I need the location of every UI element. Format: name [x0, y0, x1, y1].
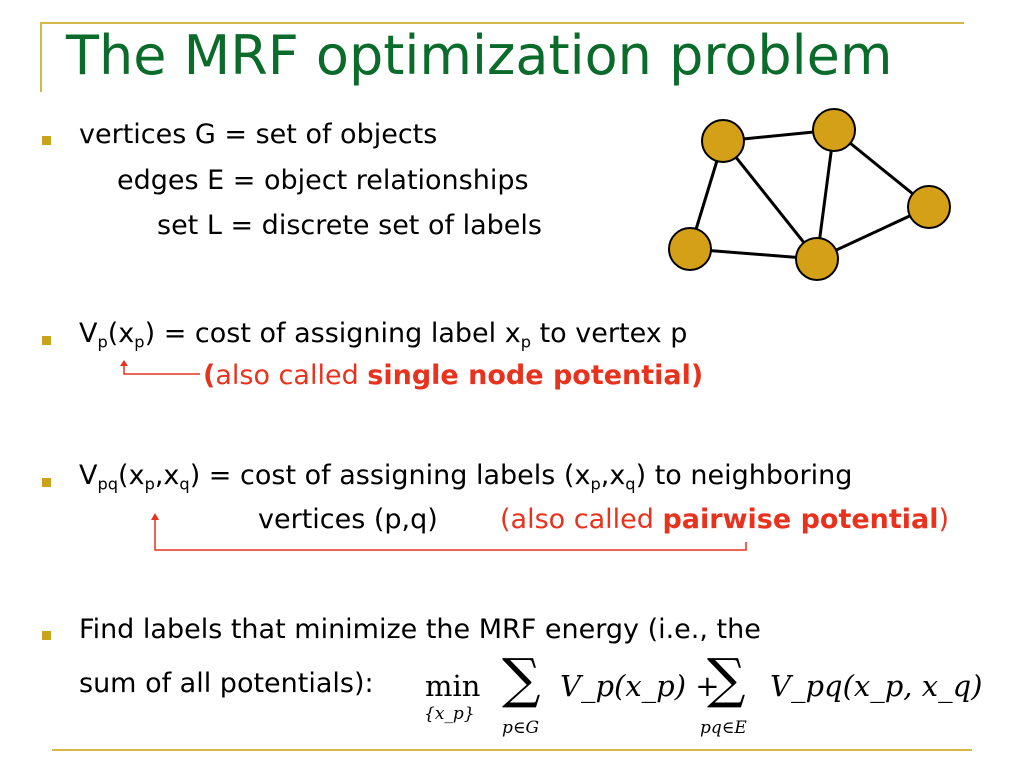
- top-rule: [40, 22, 964, 24]
- subscript-pq: pq: [97, 474, 119, 494]
- v-symbol: V: [79, 460, 98, 491]
- pairwise-text-end: ) to neighboring: [635, 460, 853, 491]
- subscript-p: p: [590, 474, 601, 494]
- labels-line: set L = discrete set of labels: [157, 210, 542, 241]
- formula-min: min: [425, 669, 481, 703]
- pairwise-note: (also called pairwise potential): [500, 504, 949, 536]
- formula-term2: V_pq(x_p, x_q): [770, 669, 983, 703]
- subscript-q: q: [179, 474, 190, 494]
- edges-line: edges E = object relationships: [117, 165, 529, 196]
- note-open-paren: (: [203, 360, 216, 391]
- bullet-marker: [42, 631, 51, 640]
- note-bold: single node potential): [367, 360, 704, 391]
- left-rule: [40, 22, 42, 92]
- formula-term1: V_p(x_p) +: [560, 669, 720, 703]
- bottom-rule: [52, 749, 972, 751]
- subscript-p: p: [97, 332, 108, 352]
- graph-node: [795, 237, 839, 281]
- single-potential-line: Vp(xp) = cost of assigning label xp to v…: [79, 318, 687, 350]
- bullet-marker: [42, 478, 51, 487]
- pairwise-arrow: [154, 518, 747, 551]
- slide-title: The MRF optimization problem: [66, 24, 893, 87]
- comma-x: ,x: [600, 460, 626, 491]
- sum1-sub: p∈G: [502, 718, 540, 738]
- note-close: ): [938, 504, 950, 535]
- paren-open: (x: [107, 318, 135, 349]
- minimize-line: Find labels that minimize the MRF energy…: [79, 614, 761, 645]
- bullet-marker: [42, 136, 51, 145]
- subscript-q: q: [625, 474, 636, 494]
- bullet-marker: [42, 336, 51, 345]
- paren-open: (x: [118, 460, 145, 491]
- sum-line: sum of all potentials):: [79, 668, 374, 699]
- v-symbol: V: [79, 318, 98, 349]
- subscript-p: p: [520, 332, 532, 352]
- sum2-sub: pq∈E: [700, 718, 747, 738]
- pairwise-text: ) = cost of assigning labels (x: [189, 460, 591, 491]
- graph-node: [907, 185, 951, 229]
- comma-x: ,x: [154, 460, 180, 491]
- graph-node: [701, 119, 745, 163]
- formula-min-sub: {x_p}: [424, 704, 475, 724]
- graph-edge: [721, 140, 819, 260]
- arrow-head: [151, 513, 159, 520]
- arrow-head: [120, 360, 128, 366]
- single-node-arrow: [123, 365, 200, 375]
- sum-symbol: ∑: [707, 647, 746, 710]
- pairwise-vertices: vertices (p,q): [258, 504, 438, 535]
- graph-node: [668, 227, 712, 271]
- sum-symbol: ∑: [502, 647, 541, 710]
- subscript-p: p: [144, 474, 155, 494]
- single-potential-text-end: to vertex p: [531, 318, 688, 349]
- paren-close: ): [144, 318, 156, 349]
- pairwise-potential-line: Vpq(xp,xq) = cost of assigning labels (x…: [79, 460, 852, 492]
- graph-node: [812, 108, 856, 152]
- note-bold: pairwise potential: [662, 504, 939, 535]
- note-prefix: (also called: [500, 504, 663, 535]
- single-node-note: (also called single node potential): [203, 360, 703, 392]
- subscript-p: p: [134, 332, 145, 352]
- single-potential-text: = cost of assigning label x: [155, 318, 521, 349]
- vertices-line: vertices G = set of objects: [79, 119, 438, 150]
- note-prefix: also called: [215, 360, 368, 391]
